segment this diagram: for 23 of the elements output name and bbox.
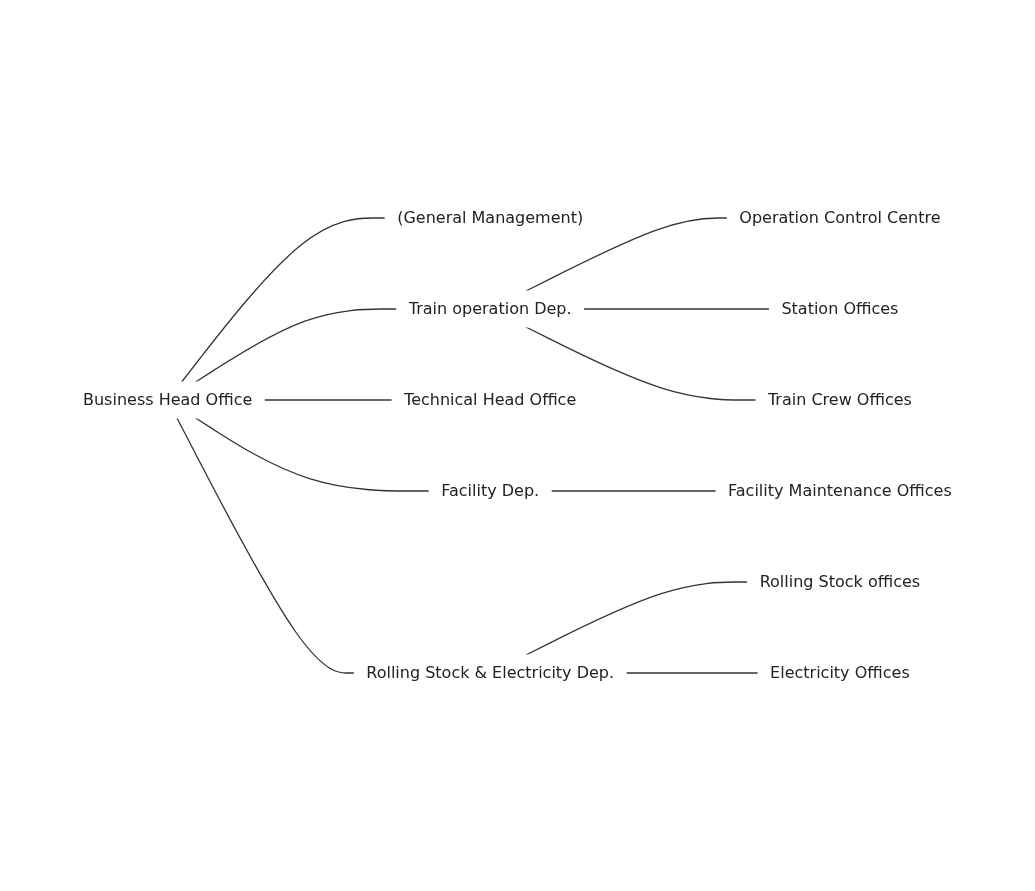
connector xyxy=(525,581,749,656)
node-text: Rolling Stock & Electricity Dep. xyxy=(366,663,615,682)
connector xyxy=(195,417,430,492)
node-text: (General Management) xyxy=(397,208,584,227)
node-text: Rolling Stock offices xyxy=(759,572,921,591)
node-text: Train operation Dep. xyxy=(408,299,572,318)
connector xyxy=(181,217,386,383)
connector xyxy=(263,399,393,401)
node-text: Station Offices xyxy=(781,299,899,318)
connector xyxy=(525,217,729,292)
connector xyxy=(525,326,757,401)
node-text: Facility Dep. xyxy=(441,481,540,500)
node-text: Train Crew Offices xyxy=(768,390,913,409)
connector xyxy=(625,672,759,674)
connector xyxy=(195,308,398,383)
connector xyxy=(583,308,771,310)
connector xyxy=(176,417,356,674)
node-text: Facility Maintenance Offices xyxy=(728,481,952,500)
node-text: Technical Head Office xyxy=(404,390,577,409)
connector xyxy=(550,490,717,492)
node-text: Operation Control Centre xyxy=(739,208,941,227)
node-text: Electricity Offices xyxy=(770,663,910,682)
node-text: Business Head Office xyxy=(83,390,253,409)
